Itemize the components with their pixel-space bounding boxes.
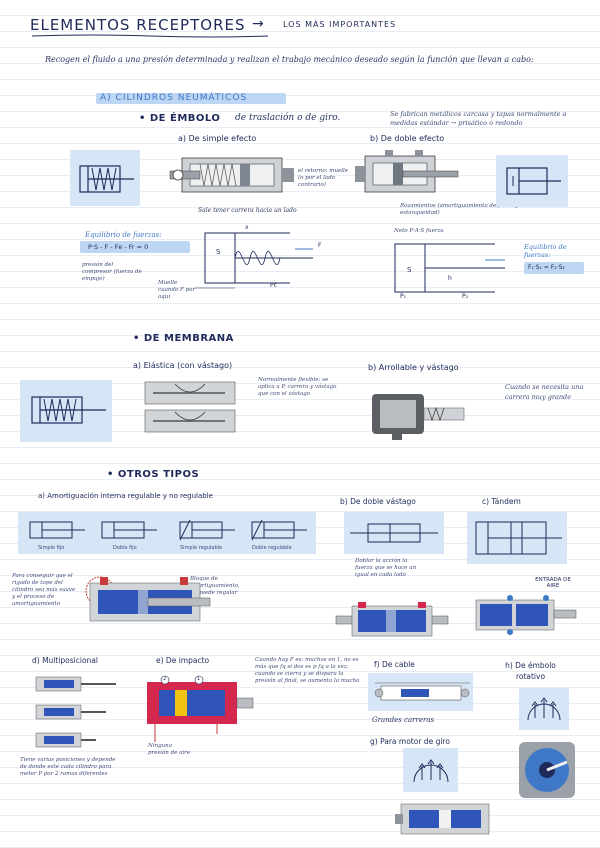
impact-note: Cuando hay F es: muchos en 1, no es más … <box>255 657 360 684</box>
double-rod-symbol <box>350 523 438 543</box>
symbol-caption-1: Simple fijo <box>38 545 65 551</box>
cable-cylinder <box>374 682 470 701</box>
double-effect-note: Rozamientos (amortiguamiento de fluido y… <box>400 203 519 216</box>
otros-a-label: a) Amortiguación interna regulable y no … <box>38 492 213 500</box>
force-diagram-left <box>195 232 313 289</box>
otros-d-label: d) Multiposicional <box>32 656 98 665</box>
force-right-p1: P₁ <box>400 293 407 300</box>
impact-marker-1: 1 <box>197 676 201 682</box>
formula-right: F₁·S₁ = F₂·S₂ <box>528 264 565 271</box>
membrana-heading: • DE MEMBRANA <box>133 333 234 344</box>
title-arrow: → <box>252 16 264 32</box>
embolo-heading: • DE ÉMBOLO <box>139 113 221 124</box>
embolo-a-label: a) De simple efecto <box>178 134 257 143</box>
spring-note: Muelle cuando F por aquí <box>158 280 196 300</box>
double-rod-section <box>335 602 449 637</box>
cable-note: Grandes carreras <box>372 716 435 724</box>
force-left-s: S <box>216 248 221 256</box>
force-right-h: h <box>448 275 452 282</box>
membrana-elastic-section <box>144 381 236 433</box>
tandem-section <box>475 595 577 635</box>
pressure-note: presión del compresor (fuerza de empuje) <box>82 262 142 282</box>
force-right-p2: P₂ <box>462 293 469 300</box>
force-left-x: x <box>245 224 249 231</box>
membrana-rolling-section <box>372 394 465 440</box>
force-left-pc: Pc <box>270 282 277 289</box>
otros-h-label: h) De émbolo rotativo <box>505 661 556 681</box>
multiposition-note: Tiene varias posiciones y depende de don… <box>20 757 116 777</box>
section-a-highlight <box>96 93 286 104</box>
cushion-symbols-box <box>18 512 316 554</box>
rotary-piston-symbol <box>527 697 561 721</box>
rotary-piston-section <box>519 742 575 798</box>
membrana-b-label: b) Arrollable y vástago <box>368 363 459 372</box>
symbol-caption-3: Simple regulable <box>180 545 223 551</box>
equilibrium-label-right: Equilibrio de fuerzas: <box>524 243 567 259</box>
symbol-caption-4: Doble regulable <box>252 545 292 551</box>
double-rod-note: Doblar la acción la fuerza que se hace u… <box>355 558 417 578</box>
otros-g-label: g) Para motor de giro <box>370 737 450 746</box>
force-right-s: S <box>407 266 412 274</box>
membrana-b-note: Cuando se necesita una carrera muy grand… <box>505 383 584 401</box>
simple-effect-symbol-box <box>70 150 140 206</box>
membrana-a-label: a) Elástica (con vástago) <box>133 361 233 370</box>
cushion-left-note: Para conseguir que el rigado de tope del… <box>12 573 76 607</box>
double-effect-symbol <box>506 167 561 195</box>
formula-right-box <box>524 262 584 274</box>
membrana-symbol <box>31 396 106 424</box>
embolo-side-note: Se fabrican metálicos carcasa y tapas no… <box>390 110 567 127</box>
force-diagram-right <box>394 243 505 293</box>
simple-effect-return-note: el retorno: muelle (o por el lado contra… <box>298 168 349 188</box>
formula-left-box <box>80 241 190 253</box>
tandem-symbol <box>475 521 562 555</box>
page-title: ELEMENTOS RECEPTORES <box>30 16 246 34</box>
simple-effect-cylinder-section <box>169 157 294 193</box>
net-force-label: Neto P·A·S fuerza <box>394 228 444 234</box>
impact-bottom-note: Ninguna presión de aire <box>148 743 191 756</box>
simple-effect-caption: Sale tener carrera hacia un lado <box>198 207 297 214</box>
embolo-heading-rest: de traslación o de giro. <box>235 113 341 123</box>
otros-heading: • OTROS TIPOS <box>107 469 200 480</box>
embolo-b-label: b) De doble efecto <box>370 134 445 143</box>
otros-f-label: f) De cable <box>374 660 415 669</box>
section-a-heading: A) CILINDROS NEUMÁTICOS <box>100 93 248 103</box>
cushion-symbols <box>29 519 307 541</box>
title-underline <box>31 34 269 38</box>
symbol-caption-2: Doble fijo <box>113 545 137 551</box>
otros-c-label: c) Tándem <box>482 497 521 506</box>
simple-effect-symbol <box>79 165 134 193</box>
double-effect-cylinder-section <box>355 150 459 193</box>
formula-left: P·S - F - Fe - Fr = 0 <box>88 243 149 251</box>
rotary-motor-section <box>395 803 490 835</box>
rotary-motor-symbol <box>413 759 449 783</box>
impact-marker-2: 2 <box>163 676 167 682</box>
membrana-a-note: Normalmente flexible: se aplica a P, car… <box>258 377 337 397</box>
impact-cylinder-section <box>147 675 254 742</box>
force-left-f: F <box>318 242 322 249</box>
multiposition-cylinders <box>35 676 116 748</box>
intro-text: Recogen el fluido a una presión determin… <box>45 55 534 64</box>
cushion-cylinder-section <box>85 576 211 622</box>
tandem-entry-label: ENTRADA DE AIRE <box>535 577 571 589</box>
otros-e-label: e) De impacto <box>156 656 210 665</box>
title-subtitle: LOS MÁS IMPORTANTES <box>283 20 397 29</box>
cushion-mid-note: Bloque de amortiguamiento, se puede regu… <box>190 576 240 596</box>
equilibrium-label-left: Equilibrio de fuerzas: <box>85 231 162 239</box>
otros-b-label: b) De doble vástago <box>340 497 416 506</box>
